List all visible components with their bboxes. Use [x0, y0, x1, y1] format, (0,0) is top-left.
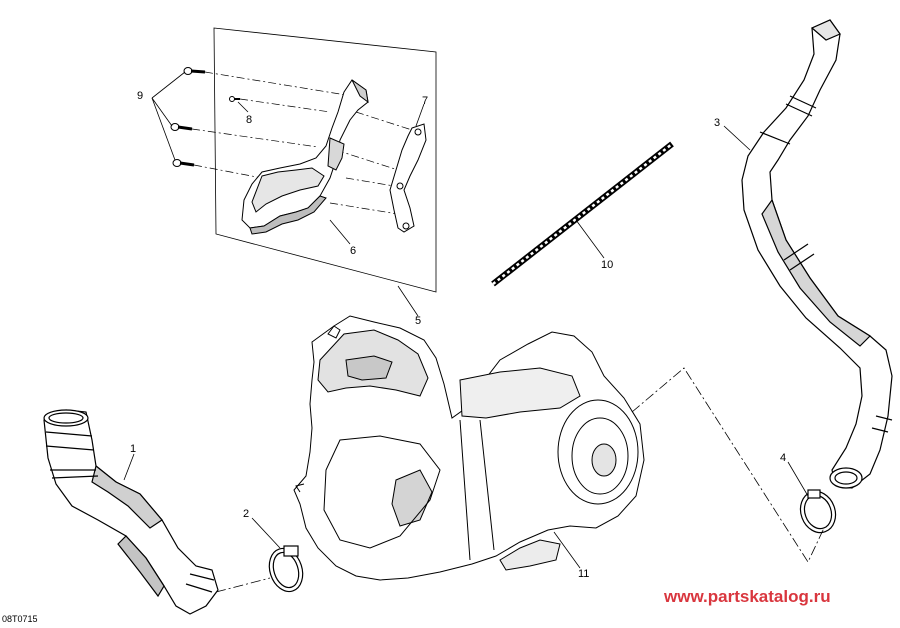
drawing-code: 08T0715 [2, 614, 38, 624]
hose-clamp-4 [799, 489, 837, 534]
screw-group-9 [170, 67, 206, 167]
callout-labels: 1 2 3 4 5 6 7 8 9 10 11 [130, 90, 786, 580]
heat-shield-6 [241, 79, 369, 235]
callout-9: 9 [137, 90, 143, 102]
watermark-text: www.partskatalog.ru [664, 587, 831, 606]
screw-middle [170, 123, 193, 131]
callout-4: 4 [780, 452, 786, 464]
bracket-plate-7 [389, 123, 427, 233]
assembly-centerline [215, 367, 825, 593]
callout-7: 7 [422, 95, 428, 107]
timing-chain-10 [491, 141, 674, 287]
callout-3: 3 [714, 117, 720, 129]
intake-duct-3 [741, 19, 893, 489]
callout-11: 11 [578, 568, 589, 580]
air-duct-1 [43, 409, 219, 615]
bracket-assembly-frame [213, 27, 437, 293]
callout-6: 6 [350, 245, 356, 257]
callout-5: 5 [415, 315, 421, 327]
screw-axis-lines [191, 71, 413, 215]
hose-clamp-2 [268, 545, 304, 593]
engine-11 [293, 315, 645, 581]
screw-lower [172, 159, 195, 167]
leader-lines [123, 71, 809, 569]
callout-8: 8 [246, 114, 252, 126]
callout-2: 2 [243, 508, 249, 520]
callout-10: 10 [601, 259, 613, 271]
callout-1: 1 [130, 443, 136, 455]
screw-upper [183, 67, 206, 75]
pin-8 [229, 96, 240, 102]
